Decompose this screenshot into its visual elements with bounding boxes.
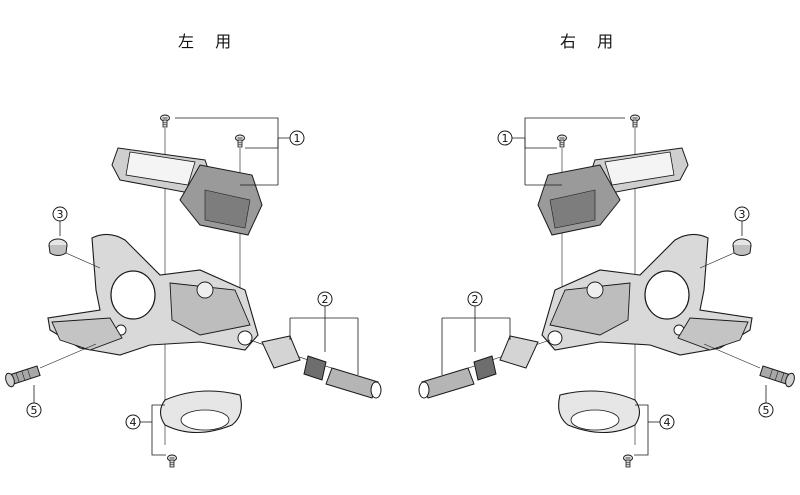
heading-left: 左 用 bbox=[178, 32, 240, 51]
right-callout-lines bbox=[441, 117, 767, 456]
left-assembly: 1 2 3 4 5 bbox=[5, 114, 382, 468]
left-callout-4: 4 bbox=[125, 414, 141, 430]
callout-num: 1 bbox=[294, 132, 301, 145]
right-cover-top-screw bbox=[630, 114, 640, 128]
left-indicator-cover bbox=[111, 147, 263, 236]
left-cover-top-screw bbox=[160, 114, 170, 128]
left-cap-leader bbox=[65, 252, 101, 269]
callout-num: 2 bbox=[322, 293, 329, 306]
right-cable-adjuster-2 bbox=[418, 335, 551, 399]
left-callout-1: 1 bbox=[289, 130, 305, 146]
callout-num: 4 bbox=[130, 416, 137, 429]
left-callout-2: 2 bbox=[317, 291, 333, 307]
callout-num: 2 bbox=[472, 293, 479, 306]
left-lower-cover-4 bbox=[159, 390, 242, 433]
left-cable-adjuster-2 bbox=[249, 335, 382, 399]
right-callout-2: 2 bbox=[467, 291, 483, 307]
callout-num: 3 bbox=[57, 208, 64, 221]
left-lower-screw bbox=[167, 454, 177, 468]
right-cap-3 bbox=[732, 238, 752, 256]
callout-num: 5 bbox=[31, 404, 38, 417]
left-callout-lines bbox=[33, 117, 359, 456]
right-callout-4: 4 bbox=[659, 414, 675, 430]
right-bolt-leader bbox=[703, 343, 761, 369]
right-bolt-5 bbox=[759, 365, 795, 388]
right-callout-5: 5 bbox=[758, 402, 774, 418]
left-cover-side-screw bbox=[235, 134, 245, 148]
callout-num: 3 bbox=[739, 208, 746, 221]
left-callout-5: 5 bbox=[26, 402, 42, 418]
callout-num: 1 bbox=[502, 132, 509, 145]
right-callout-1: 1 bbox=[497, 130, 513, 146]
left-bolt-leader bbox=[39, 343, 97, 369]
callout-num: 5 bbox=[763, 404, 770, 417]
callout-num: 4 bbox=[664, 416, 671, 429]
left-callout-3: 3 bbox=[52, 206, 68, 222]
right-cover-side-screw bbox=[557, 134, 567, 148]
left-cap-3 bbox=[48, 238, 68, 256]
right-assembly: 1 2 3 4 5 bbox=[418, 114, 795, 468]
right-indicator-cover bbox=[537, 147, 689, 236]
right-cap-leader bbox=[699, 252, 735, 269]
right-lower-cover-4 bbox=[558, 390, 641, 433]
heading-right: 右 用 bbox=[560, 32, 622, 51]
left-bolt-5 bbox=[5, 365, 41, 388]
right-shifter-body bbox=[541, 233, 753, 356]
right-callout-3: 3 bbox=[734, 206, 750, 222]
right-lower-screw bbox=[623, 454, 633, 468]
left-shifter-body bbox=[47, 233, 259, 356]
